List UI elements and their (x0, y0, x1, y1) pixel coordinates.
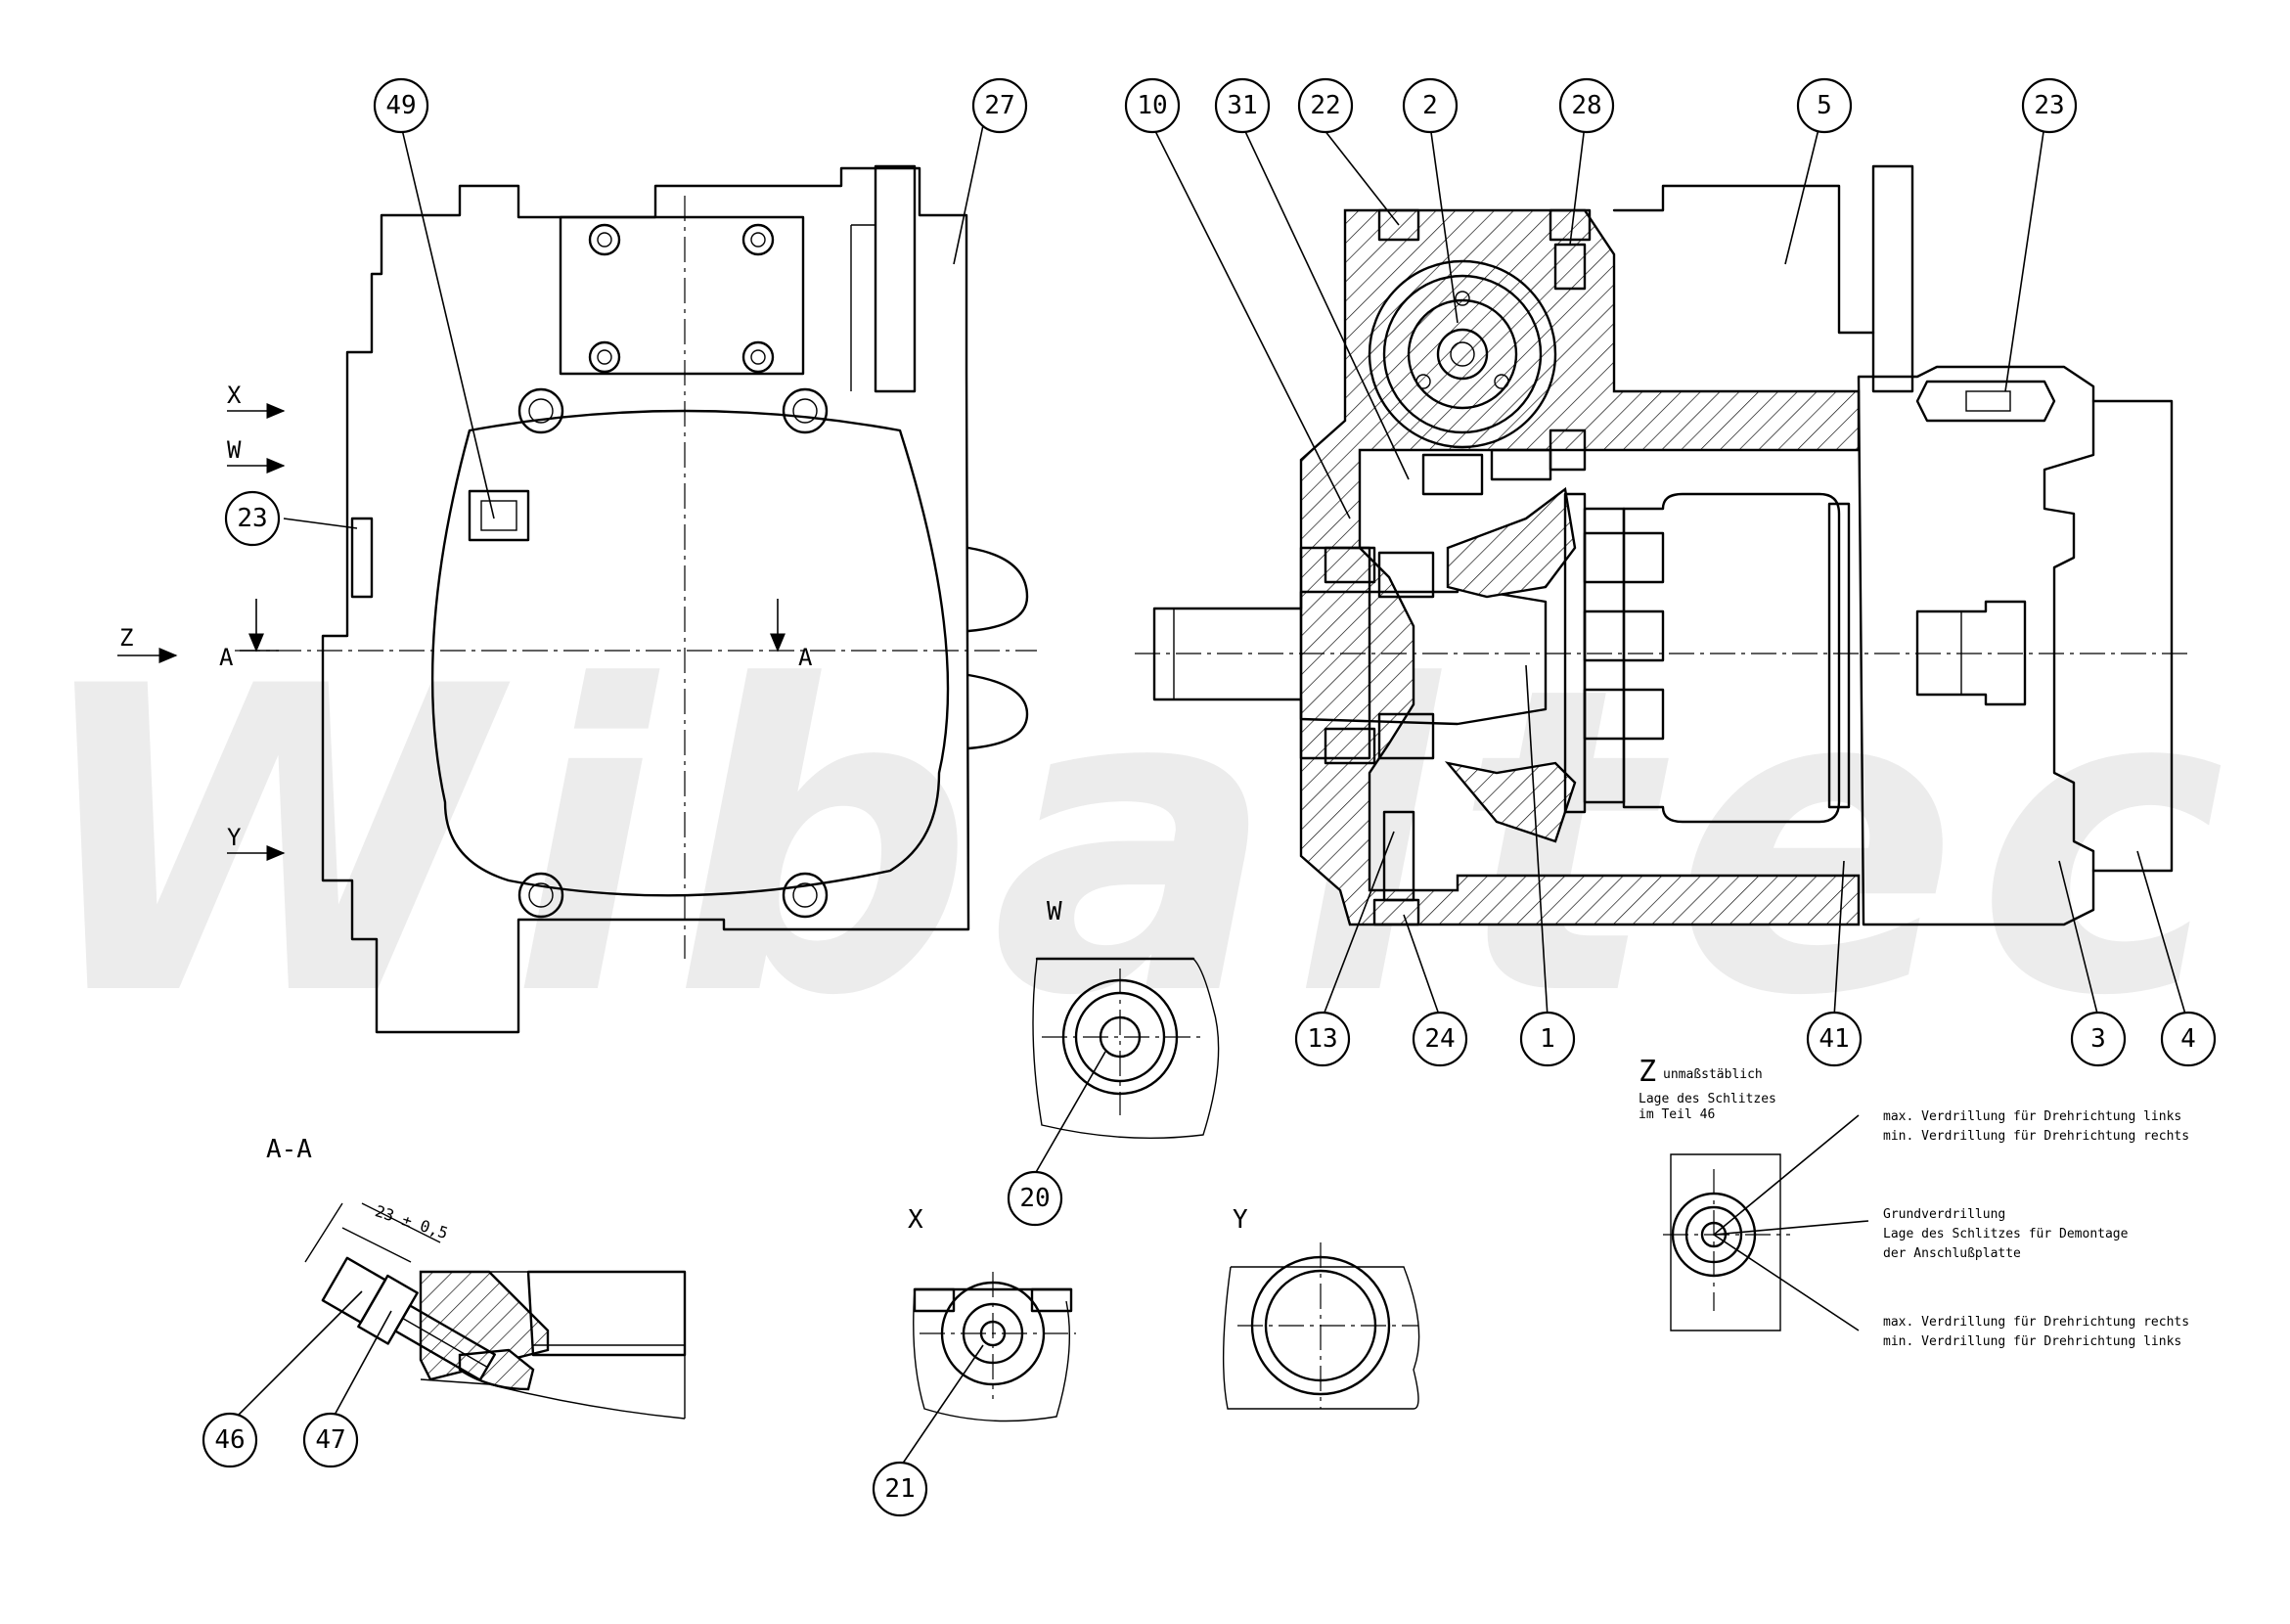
detail-title-a-a: A-A (266, 1135, 312, 1164)
detail-y: Y (1222, 1205, 1420, 1410)
svg-text:31: 31 (1227, 91, 1257, 120)
svg-text:28: 28 (1571, 91, 1601, 120)
note-slot-disassembly: Lage des Schlitzes für Demontage (1883, 1227, 2129, 1241)
view-marker-w: W (227, 436, 242, 464)
detail-title-y: Y (1233, 1205, 1248, 1235)
callout-21: 21 (872, 1461, 928, 1517)
svg-text:13: 13 (1307, 1024, 1337, 1054)
view-marker-y: Y (227, 824, 242, 851)
detail-w: W (1032, 897, 1220, 1140)
callout-49: 49 (373, 77, 429, 134)
callout-10: 10 (1124, 77, 1181, 134)
detail-z-title: Z (1639, 1055, 1656, 1089)
note-base: Grundverdrillung (1883, 1207, 2005, 1222)
detail-title-w: W (1047, 897, 1062, 926)
note-min-right: min. Verdrillung für Drehrichtung rechts (1883, 1129, 2189, 1144)
callout-46: 46 (202, 1412, 258, 1468)
detail-z-slot-position-1: Lage des Schlitzes (1639, 1092, 1776, 1106)
svg-text:2: 2 (1422, 91, 1438, 120)
callout-47: 47 (302, 1412, 359, 1468)
note-max-right: max. Verdrillung für Drehrichtung rechts (1883, 1315, 2189, 1330)
svg-text:10: 10 (1137, 91, 1167, 120)
svg-text:1: 1 (1540, 1024, 1555, 1054)
callout-leaders (234, 124, 2187, 1468)
callout-3: 3 (2070, 1011, 2127, 1067)
svg-text:24: 24 (1424, 1024, 1455, 1054)
svg-text:49: 49 (385, 91, 416, 120)
note-max-left: max. Verdrillung für Drehrichtung links (1883, 1109, 2181, 1124)
callout-27: 27 (971, 77, 1028, 134)
note-min-left: min. Verdrillung für Drehrichtung links (1883, 1334, 2181, 1349)
detail-x: X (908, 1205, 1076, 1422)
view-arrows: X W Z A A Y (117, 382, 813, 861)
view-marker-x: X (227, 382, 242, 409)
svg-text:21: 21 (884, 1474, 915, 1504)
view-marker-a-right: A (798, 644, 813, 671)
callout-28: 28 (1558, 77, 1615, 134)
view-marker-a-left: A (219, 644, 234, 671)
callout-23-left: 23 (224, 490, 281, 547)
detail-title-x: X (908, 1205, 923, 1235)
svg-text:22: 22 (1310, 91, 1340, 120)
front-view (235, 164, 1037, 1034)
svg-text:4: 4 (2180, 1024, 2196, 1054)
callout-41: 41 (1806, 1011, 1863, 1067)
callout-24: 24 (1412, 1011, 1468, 1067)
callout-31: 31 (1214, 77, 1271, 134)
watermark: Wibaltec (29, 599, 2243, 1088)
callout-5: 5 (1796, 77, 1853, 134)
callout-22: 22 (1297, 77, 1354, 134)
note-port-plate: der Anschlußplatte (1883, 1246, 2021, 1261)
section-a-a: A-A 23 ± 0,5 (266, 1135, 687, 1420)
svg-text:20: 20 (1019, 1184, 1050, 1213)
svg-text:46: 46 (214, 1425, 245, 1455)
svg-text:47: 47 (315, 1425, 345, 1455)
callout-4: 4 (2160, 1011, 2217, 1067)
svg-text:23: 23 (2034, 91, 2064, 120)
view-marker-z: Z (119, 624, 133, 652)
callout-20: 20 (1007, 1170, 1063, 1227)
detail-z: Z unmaßstäblich Lage des Schlitzes im Te… (1639, 1055, 2189, 1349)
svg-text:27: 27 (984, 91, 1014, 120)
detail-z-scale-note: unmaßstäblich (1663, 1067, 1763, 1082)
callout-23-top: 23 (2021, 77, 2078, 134)
svg-text:41: 41 (1819, 1024, 1849, 1054)
callout-1: 1 (1519, 1011, 1576, 1067)
svg-text:23: 23 (237, 504, 267, 533)
svg-text:5: 5 (1817, 91, 1832, 120)
svg-text:3: 3 (2090, 1024, 2106, 1054)
dimension-23: 23 ± 0,5 (373, 1201, 450, 1242)
callout-13: 13 (1294, 1011, 1351, 1067)
callout-2: 2 (1402, 77, 1459, 134)
detail-z-slot-position-2: im Teil 46 (1639, 1107, 1715, 1122)
section-view (1135, 164, 2191, 926)
